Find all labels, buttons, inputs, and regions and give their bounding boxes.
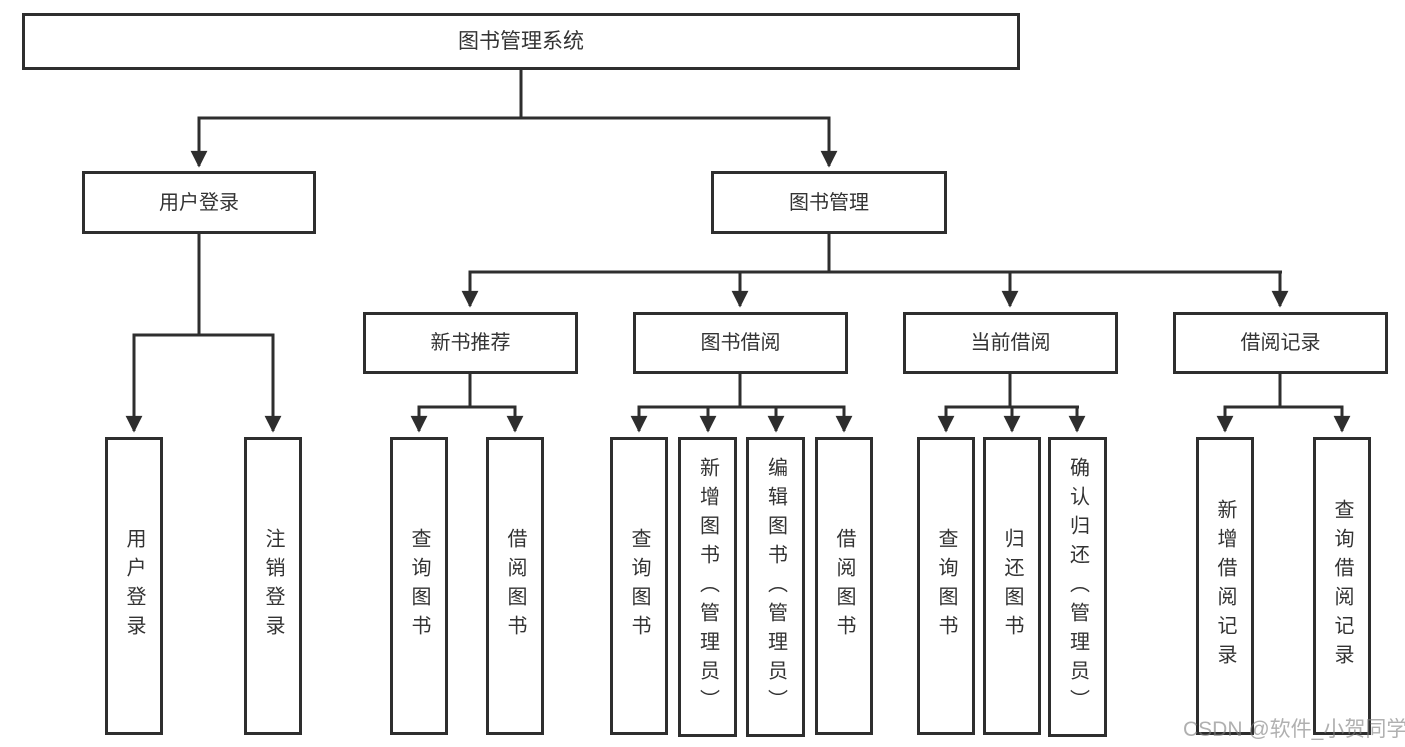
leaf-borrow-books-recommend: 借阅图书	[486, 437, 544, 735]
node-borrow-records: 借阅记录	[1173, 312, 1388, 374]
leaf-query-books-borrow: 查询图书	[610, 437, 668, 735]
node-new-book-recommend: 新书推荐	[363, 312, 578, 374]
leaf-query-books-current: 查询图书	[917, 437, 975, 735]
leaf-query-borrow-record: 查询借阅记录	[1313, 437, 1371, 735]
leaf-add-books-admin: 新增图书（管理员）	[678, 437, 737, 737]
leaf-logout-login: 注销登录	[244, 437, 302, 735]
leaf-query-books-recommend: 查询图书	[390, 437, 448, 735]
node-user-login: 用户登录	[82, 171, 316, 234]
node-current-borrow: 当前借阅	[903, 312, 1118, 374]
node-book-borrow: 图书借阅	[633, 312, 848, 374]
leaf-borrow-books: 借阅图书	[815, 437, 873, 735]
leaf-confirm-return-admin: 确认归还（管理员）	[1048, 437, 1107, 737]
watermark: CSDN @软件_小贺同学	[1183, 718, 1405, 741]
node-library-management-system: 图书管理系统	[22, 13, 1020, 70]
node-book-management: 图书管理	[711, 171, 947, 234]
leaf-add-borrow-record: 新增借阅记录	[1196, 437, 1254, 735]
leaf-user-login: 用户登录	[105, 437, 163, 735]
leaf-return-books: 归还图书	[983, 437, 1041, 735]
leaf-edit-books-admin: 编辑图书（管理员）	[746, 437, 805, 737]
